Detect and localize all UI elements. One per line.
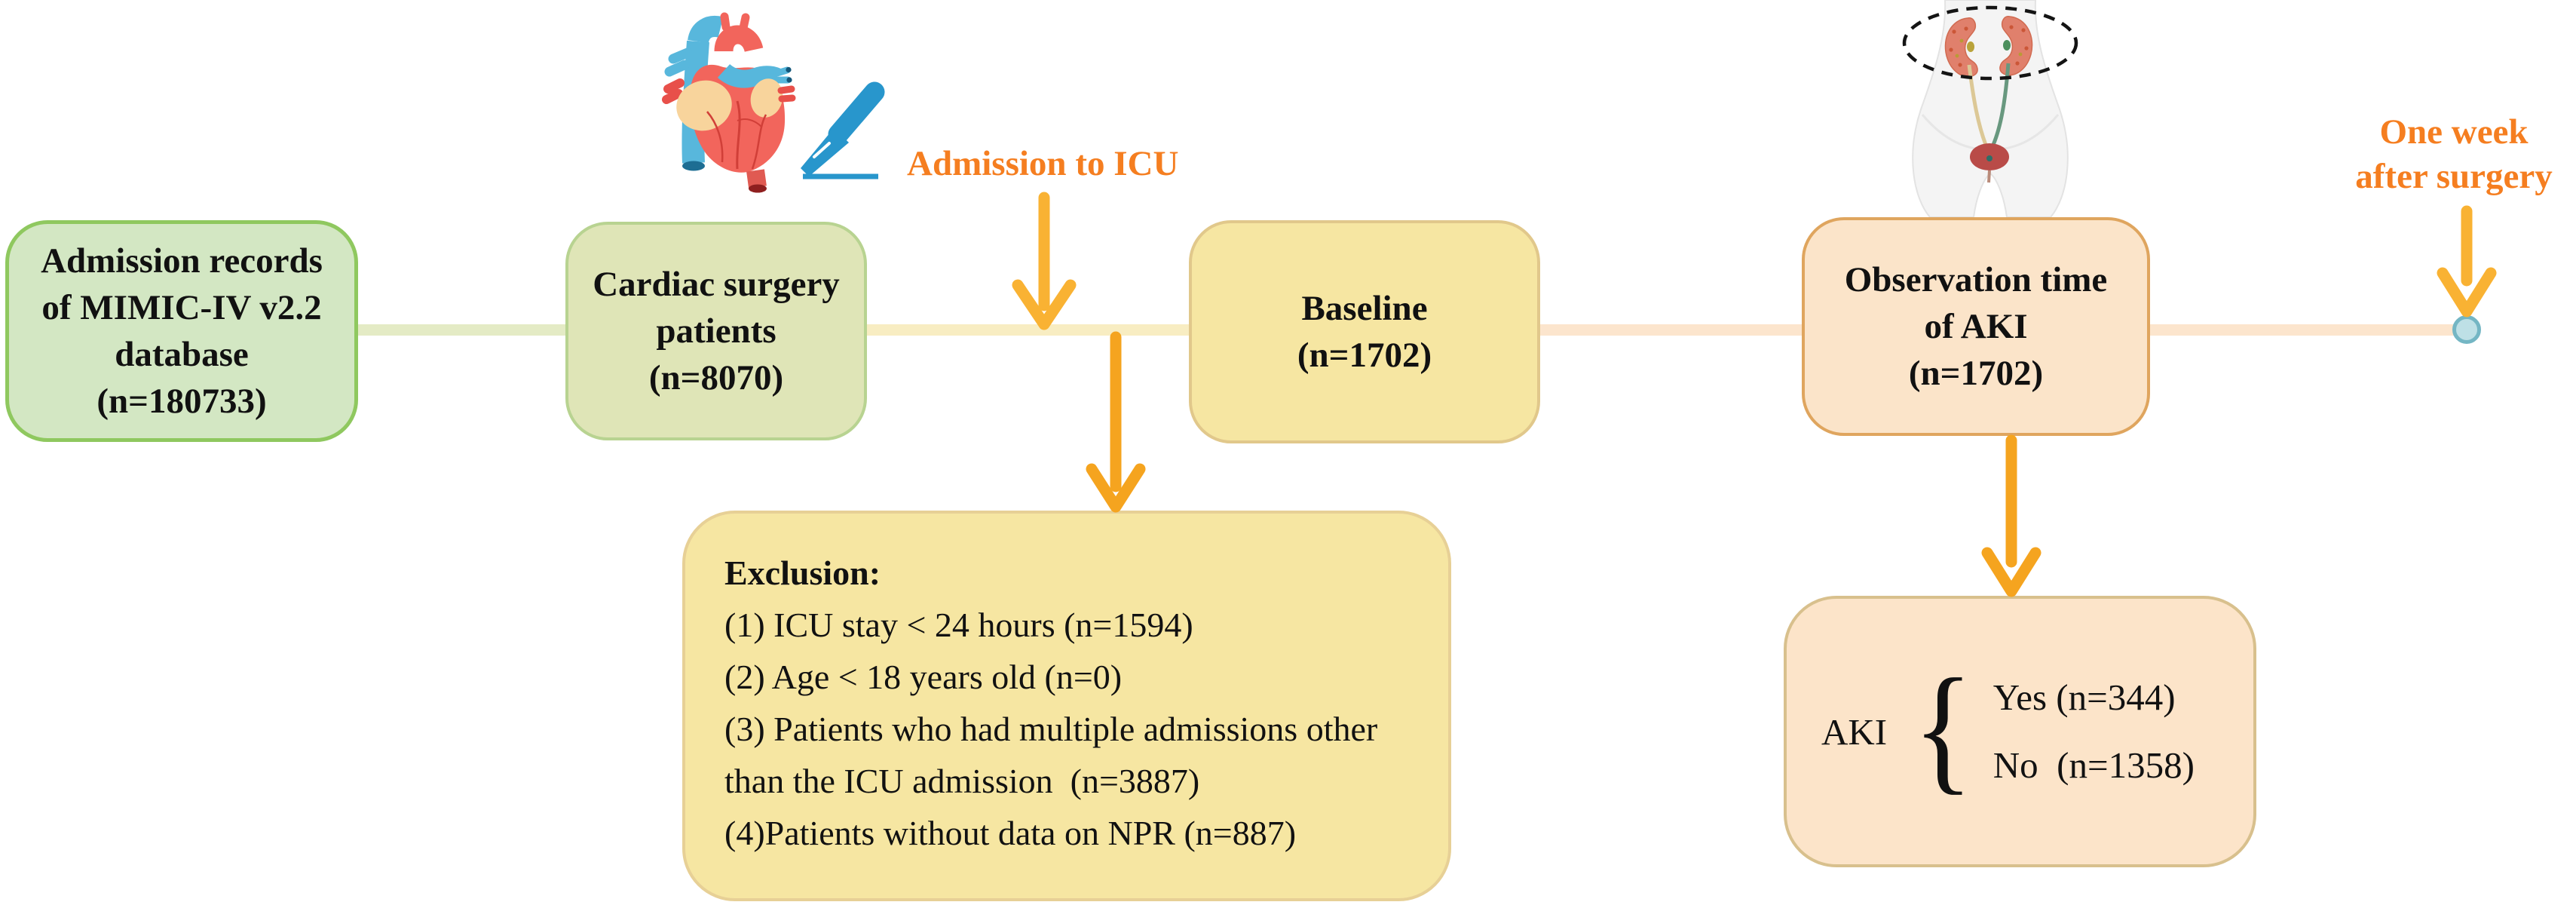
aki-no-line: No (n=1358) (1992, 744, 2195, 786)
timeline-segment-peach-2 (2149, 324, 2455, 336)
one-week-after-surgery-label: One week after surgery (2326, 110, 2576, 199)
timeline-segment-peach-1 (1539, 324, 1804, 336)
exclusion-item: (4)Patients without data on NPR (n=887) (724, 814, 1297, 852)
box-line: patients (656, 311, 776, 351)
timeline-segment-green (357, 324, 568, 336)
exclusion-box: Exclusion: (1) ICU stay < 24 hours (n=15… (682, 511, 1451, 901)
scalpel-icon (801, 81, 885, 179)
box-baseline: Baseline (n=1702) (1189, 220, 1540, 443)
box-line: (n=8070) (648, 358, 784, 397)
box-line: Baseline (1301, 289, 1428, 328)
box-line: Cardiac surgery (593, 265, 840, 304)
box-cardiac-surgery-patients: Cardiac surgery patients (n=8070) (565, 222, 867, 440)
exclusion-item: (3) Patients who had multiple admissions… (724, 710, 1386, 800)
icu-arrow-icon (1012, 192, 1077, 330)
exclusion-item: (1) ICU stay < 24 hours (n=1594) (724, 606, 1193, 644)
kidneys (1944, 16, 2033, 183)
box-observation-time-aki: Observation time of AKI (n=1702) (1802, 217, 2150, 436)
box-line: of AKI (1924, 307, 2028, 346)
box-admission-records: Admission records of MIMIC-IV v2.2 datab… (5, 220, 358, 442)
box-line: of MIMIC-IV v2.2 (41, 288, 322, 327)
dashed-ellipse-highlight (1902, 5, 2078, 81)
aki-arrow-icon (1981, 434, 2042, 597)
aki-outcome-box: AKI { Yes (n=344) No (n=1358) (1784, 596, 2256, 867)
box-line: database (115, 335, 249, 374)
exclusion-item: (2) Age < 18 years old (n=0) (724, 658, 1123, 696)
body-torso (1912, 0, 2069, 217)
one-week-line1: One week (2379, 112, 2529, 152)
timeline-endpoint-dot (2452, 315, 2481, 344)
aki-yes-line: Yes (n=344) (1992, 676, 2176, 718)
kidney-icon (1902, 0, 2078, 217)
box-line: (n=1702) (1908, 354, 2044, 393)
box-line: Admission records (41, 241, 323, 281)
aki-options: Yes (n=344) No (n=1358) (1993, 675, 2195, 788)
admission-to-icu-label: Admission to ICU (907, 144, 1179, 183)
one-week-line2: after surgery (2355, 157, 2553, 196)
curly-brace: { (1913, 649, 1974, 808)
one-week-arrow-icon (2437, 205, 2497, 318)
box-line: (n=180733) (96, 382, 267, 421)
aki-label: AKI (1821, 710, 1888, 753)
box-line: (n=1702) (1297, 336, 1432, 375)
box-line: Observation time (1844, 260, 2108, 299)
heart-illustration (662, 12, 796, 193)
exclusion-arrow-icon (1086, 331, 1146, 513)
exclusion-title: Exclusion: (724, 554, 881, 592)
timeline-segment-yellow (865, 324, 1191, 336)
heart-surgery-icon (662, 12, 885, 193)
